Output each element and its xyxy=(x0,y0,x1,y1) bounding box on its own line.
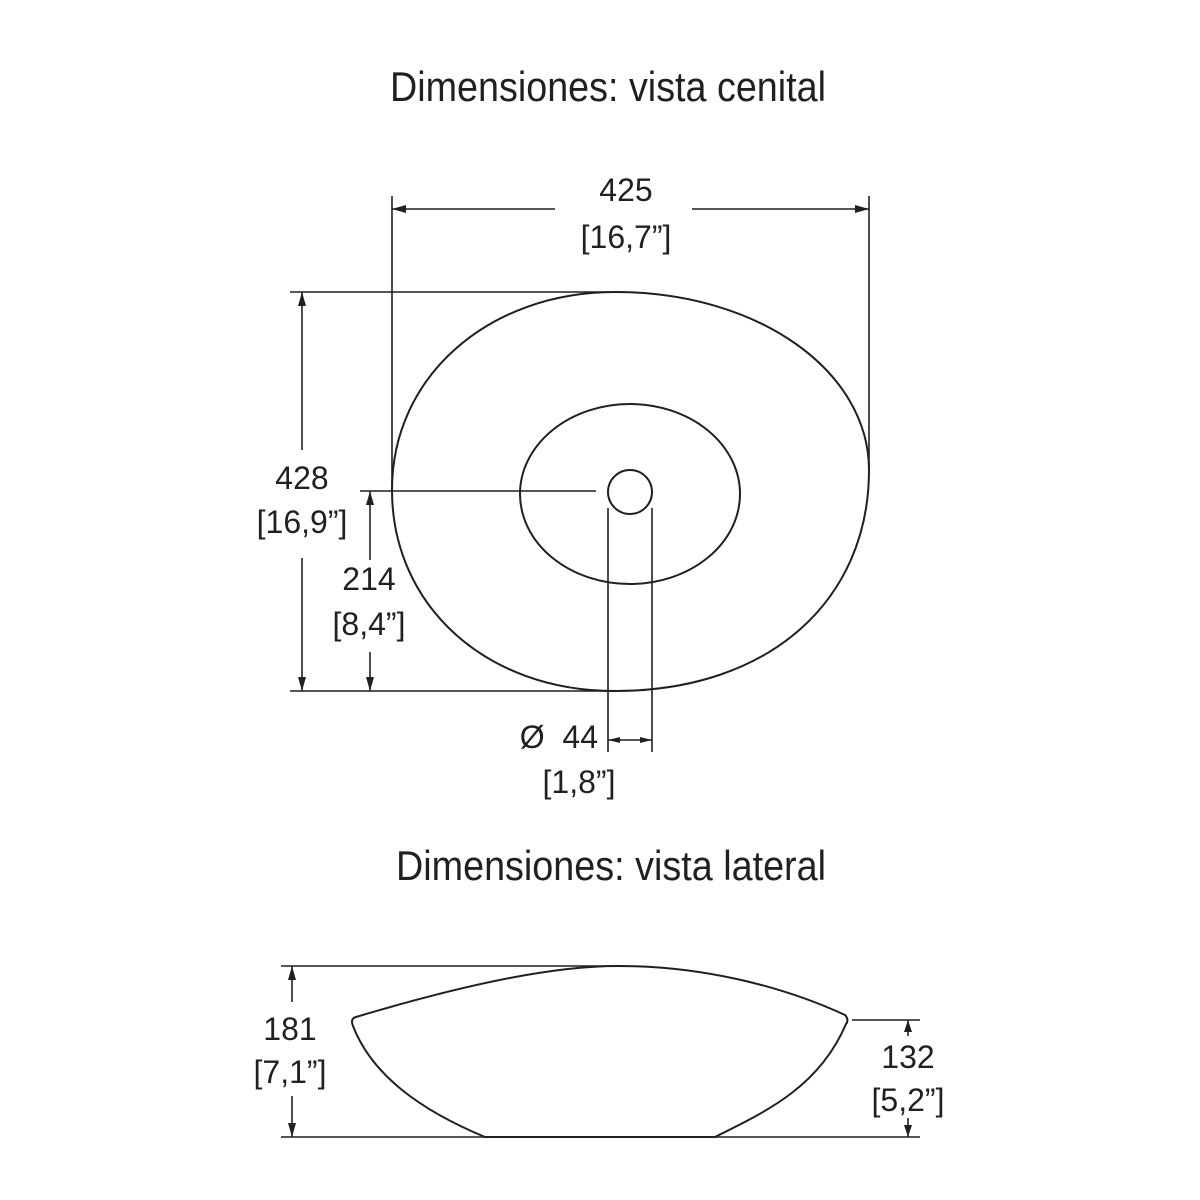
rim-height-inch-label: [5,2”] xyxy=(872,1082,945,1118)
rim-height-mm-label: 132 xyxy=(881,1039,934,1075)
drain-diameter-mm-label: Ø 44 xyxy=(520,719,598,755)
rim-height-dimension xyxy=(715,1019,920,1138)
drain-offset-dimension xyxy=(360,490,596,691)
basin-outline-top xyxy=(390,290,871,693)
depth-dimension xyxy=(290,291,615,692)
drain-hole xyxy=(607,469,653,515)
drain-diameter-inch-label: [1,8”] xyxy=(543,764,616,800)
width-inch-label: [16,7”] xyxy=(581,219,672,255)
top-view-title: Dimensiones: vista cenital xyxy=(390,63,826,110)
total-height-dimension xyxy=(281,965,618,1138)
side-view-title: Dimensiones: vista lateral xyxy=(396,842,826,889)
depth-mm-label: 428 xyxy=(275,460,328,496)
total-height-mm-label: 181 xyxy=(263,1011,316,1047)
drain-offset-inch-label: [8,4”] xyxy=(333,606,406,642)
drain-offset-mm-label: 214 xyxy=(342,561,395,597)
inner-bowl-outline xyxy=(519,403,741,585)
drain-diameter-dimension xyxy=(607,508,653,752)
depth-inch-label: [16,9”] xyxy=(257,504,348,540)
basin-outline-side xyxy=(351,964,849,1138)
total-height-inch-label: [7,1”] xyxy=(254,1054,327,1090)
width-mm-label: 425 xyxy=(599,172,652,208)
width-dimension xyxy=(391,196,870,490)
